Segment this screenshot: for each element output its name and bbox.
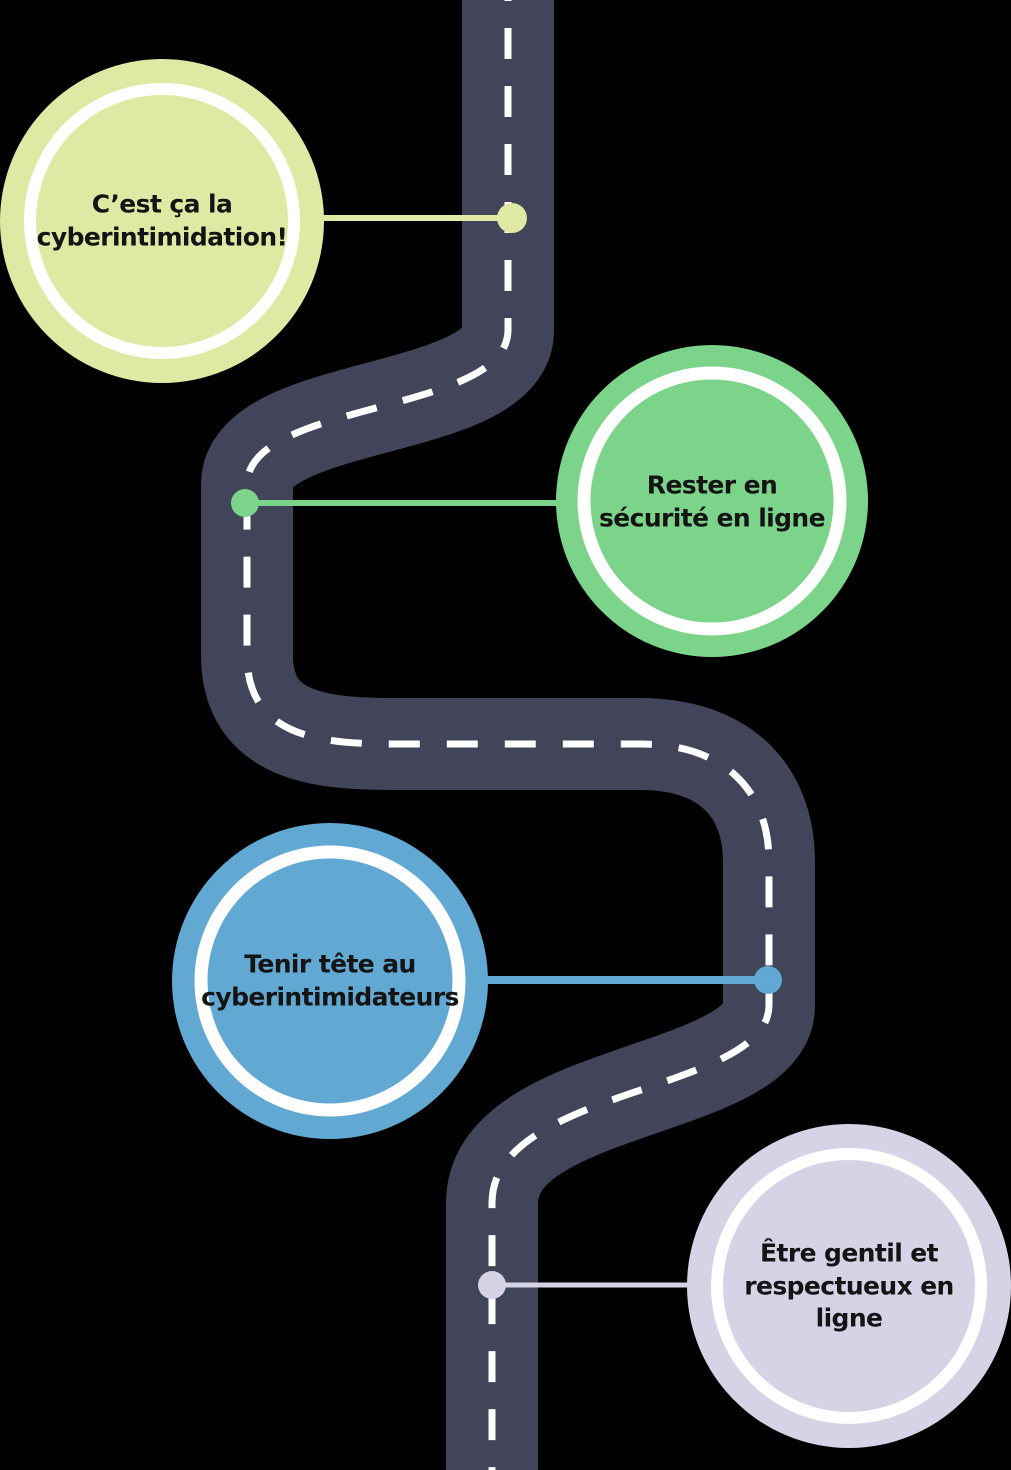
road-centerline <box>243 0 773 1470</box>
stop-2-dot <box>231 489 259 517</box>
stop-3-dot <box>754 966 782 994</box>
stop-1-ring <box>24 83 300 359</box>
stop-3-label: Tenir tête au cyberintimidateurs <box>201 949 459 1012</box>
stop-1-dot <box>497 203 527 233</box>
stop-3-ring <box>194 845 466 1117</box>
stop-3-circle <box>172 823 488 1139</box>
stop-4-label: Être gentil et respectueux en ligne <box>744 1238 954 1333</box>
stop-1-circle <box>0 59 324 383</box>
stop-2-circle <box>556 345 868 657</box>
stop-2-ring <box>577 366 847 636</box>
stop-1-label: C’est ça la cyberintimidation! <box>36 189 288 252</box>
stop-4-circle <box>687 1124 1011 1448</box>
stop-2-label: Rester en sécurité en ligne <box>598 470 826 533</box>
stop-4-dot <box>478 1271 506 1299</box>
stop-4-ring <box>711 1148 987 1424</box>
